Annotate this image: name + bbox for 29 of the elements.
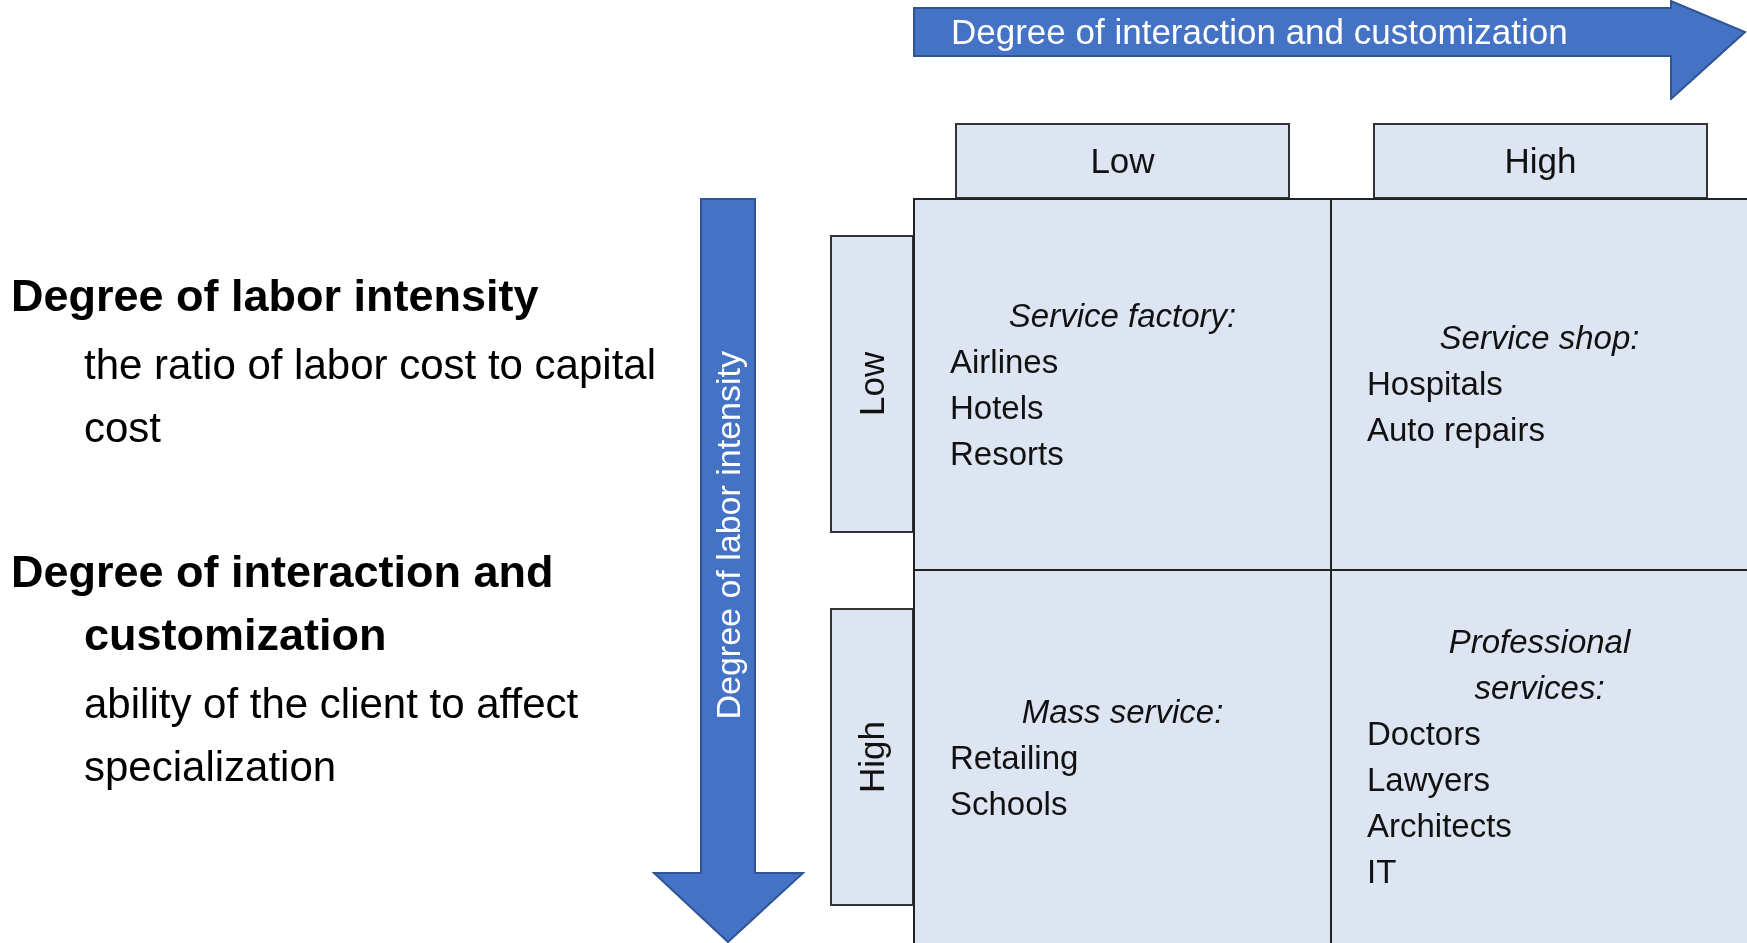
definition-heading: Degree of labor intensity bbox=[11, 269, 540, 323]
matrix-cell bbox=[913, 198, 1332, 571]
axis-title: Degree of labor intensity bbox=[708, 351, 748, 720]
definition-heading: Degree of interaction and customization bbox=[11, 545, 555, 662]
cell-item: Lawyers bbox=[1366, 760, 1490, 800]
cell-item: Hospitals bbox=[1366, 364, 1503, 404]
cell-item: Resorts bbox=[949, 434, 1064, 474]
header-cell: High bbox=[1373, 123, 1708, 199]
cell-heading: Service shop: bbox=[1438, 318, 1641, 358]
cell-item: Doctors bbox=[1366, 714, 1481, 754]
cell-item: Airlines bbox=[949, 342, 1059, 382]
cell-heading: Mass service: bbox=[1020, 692, 1225, 732]
definition-text: ability of the client to affect specialization bbox=[84, 679, 580, 792]
header-cell: High bbox=[830, 608, 914, 906]
cell-item: Retailing bbox=[949, 738, 1079, 778]
matrix-cell bbox=[1330, 198, 1747, 571]
cell-item: Hotels bbox=[949, 388, 1044, 428]
definition-text: the ratio of labor cost to capital cost bbox=[84, 340, 657, 453]
header-cell: Low bbox=[955, 123, 1290, 199]
cell-item: Architects bbox=[1366, 806, 1512, 846]
cell-item: Schools bbox=[949, 784, 1068, 824]
cell-item: IT bbox=[1366, 852, 1397, 892]
header-cell: Low bbox=[830, 235, 914, 533]
axis-title: Degree of interaction and customization bbox=[951, 11, 1568, 53]
matrix-cell bbox=[1330, 569, 1747, 943]
matrix-cell bbox=[913, 569, 1332, 943]
cell-heading: Service factory: bbox=[1007, 296, 1238, 336]
cell-heading: Professional services: bbox=[1447, 622, 1632, 708]
cell-item: Auto repairs bbox=[1366, 410, 1545, 450]
